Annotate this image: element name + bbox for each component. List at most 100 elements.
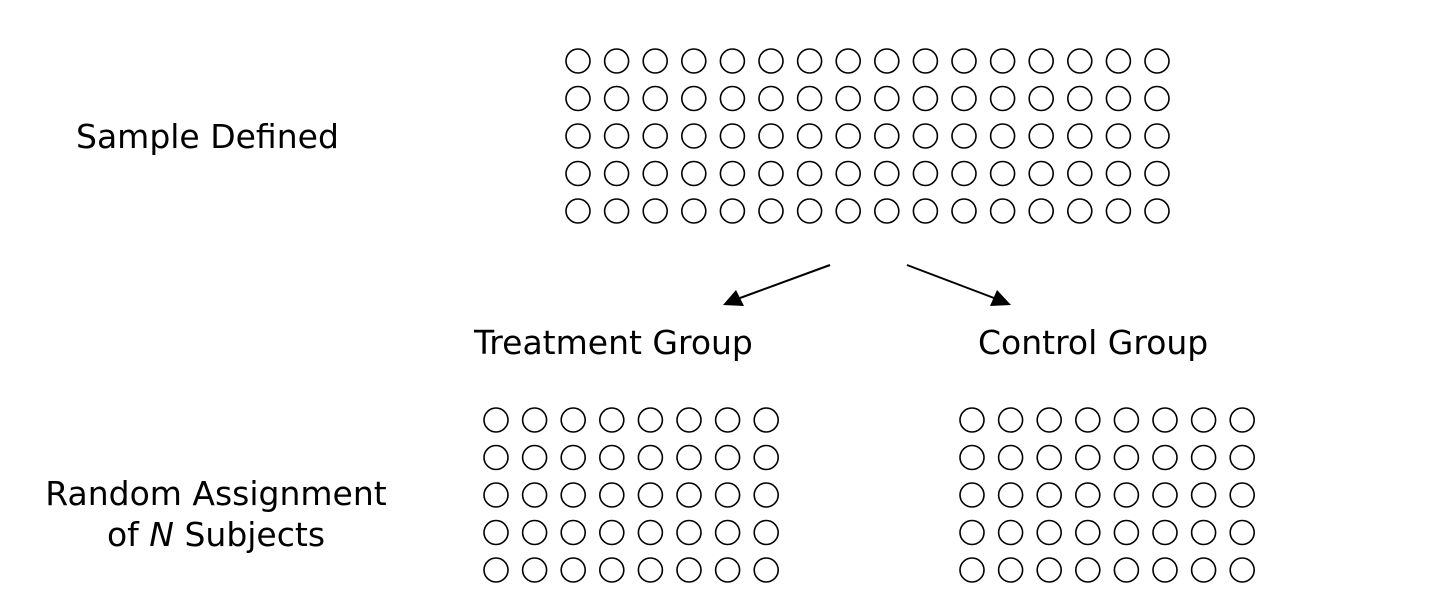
treatment-subject-circle xyxy=(521,407,548,433)
control-subject-circle xyxy=(1113,444,1140,471)
sample-subject-circle xyxy=(1028,85,1054,112)
treatment-subject-circle xyxy=(521,482,548,508)
sample-subject-circle xyxy=(1067,123,1093,149)
treatment-subject-circle xyxy=(753,482,780,508)
sample-subject-circle xyxy=(603,123,630,149)
sample-subject-circle xyxy=(719,48,746,74)
treatment-subject-circle xyxy=(637,482,664,508)
random-assignment-line-1: Random Assignment xyxy=(45,474,387,513)
control-subject-circle xyxy=(959,519,985,546)
treatment-subject-circle xyxy=(483,444,509,471)
control-subject-circle xyxy=(1229,444,1255,471)
assignment-suffix: Subjects xyxy=(173,515,326,555)
sample-subject-circle xyxy=(835,85,862,112)
control-subject-circle xyxy=(1036,519,1062,546)
control-subject-circle xyxy=(1229,482,1255,508)
control-subject-circle xyxy=(1036,482,1062,508)
sample-subject-circle xyxy=(912,48,939,74)
control-subject-circle xyxy=(1036,407,1062,433)
treatment-subject-circle xyxy=(753,407,780,433)
sample-subject-circle xyxy=(835,198,862,224)
sample-subject-circle xyxy=(642,123,669,149)
sample-subject-circle xyxy=(719,123,746,149)
sample-subject-circle xyxy=(719,85,746,112)
sample-subject-circle xyxy=(1105,48,1132,74)
control-subject-circle xyxy=(959,407,985,433)
treatment-subject-circle xyxy=(560,407,587,433)
sample-subject-circle xyxy=(873,48,900,74)
control-subject-circle xyxy=(997,444,1024,471)
treatment-subject-circle xyxy=(753,519,780,546)
sample-subject-circle xyxy=(1067,198,1093,224)
sample-subject-circle xyxy=(835,123,862,149)
sample-subject-circle xyxy=(758,198,784,224)
random-assignment-label: Random Assignment of N Subjects xyxy=(0,473,432,556)
control-subject-circle xyxy=(1190,407,1217,433)
sample-subject-circle xyxy=(989,48,1016,74)
control-subject-circle xyxy=(1036,557,1062,583)
sample-subject-circle xyxy=(1105,198,1132,224)
sample-subject-circle xyxy=(1105,123,1132,149)
arrow-to-treatment-shaft xyxy=(739,264,831,299)
sample-subject-circle xyxy=(1028,198,1054,224)
treatment-subject-circle xyxy=(521,444,548,471)
treatment-subject-circle xyxy=(714,482,741,508)
sample-subject-circle xyxy=(912,198,939,224)
control-group-label: Control Group xyxy=(978,323,1209,362)
sample-subject-circle xyxy=(758,48,784,74)
treatment-subject-circle xyxy=(521,557,548,583)
treatment-subject-circle xyxy=(714,444,741,471)
treatment-subject-circle xyxy=(598,482,625,508)
control-subject-circle xyxy=(959,557,985,583)
sample-subject-circle xyxy=(603,85,630,112)
control-subject-circle xyxy=(1152,557,1178,583)
treatment-subject-circle xyxy=(676,482,702,508)
control-subject-circle xyxy=(1075,407,1101,433)
arrow-to-treatment-head xyxy=(723,290,744,306)
sample-subject-circle xyxy=(912,85,939,112)
arrow-to-treatment xyxy=(723,264,831,306)
treatment-subject-circle xyxy=(714,407,741,433)
treatment-subject-circle xyxy=(676,407,702,433)
sample-subject-circle xyxy=(1067,85,1093,112)
control-subject-circle xyxy=(997,407,1024,433)
control-subject-circle xyxy=(1229,407,1255,433)
sample-subject-circle xyxy=(873,123,900,149)
sample-subject-circle xyxy=(1144,198,1170,224)
control-subject-circle xyxy=(997,557,1024,583)
treatment-subject-circle xyxy=(676,557,702,583)
sample-subject-circle xyxy=(680,160,707,187)
control-subject-circle xyxy=(1075,519,1101,546)
control-subject-circle xyxy=(1190,557,1217,583)
sample-subject-circle xyxy=(603,198,630,224)
sample-subject-circle xyxy=(642,160,669,187)
sample-subject-circle xyxy=(835,160,862,187)
sample-circle-grid xyxy=(565,48,1170,224)
arrow-to-control-head xyxy=(990,290,1011,306)
treatment-subject-circle xyxy=(483,519,509,546)
random-assignment-line-2: of N Subjects xyxy=(0,514,432,555)
control-subject-circle xyxy=(1152,519,1178,546)
sample-subject-circle xyxy=(989,160,1016,187)
sample-subject-circle xyxy=(873,198,900,224)
sample-subject-circle xyxy=(565,160,591,187)
sample-subject-circle xyxy=(642,198,669,224)
control-subject-circle xyxy=(1152,482,1178,508)
treatment-subject-circle xyxy=(676,444,702,471)
treatment-subject-circle xyxy=(637,519,664,546)
sample-subject-circle xyxy=(680,123,707,149)
treatment-subject-circle xyxy=(483,407,509,433)
treatment-subject-circle xyxy=(676,519,702,546)
treatment-subject-circle xyxy=(560,557,587,583)
treatment-subject-circle xyxy=(598,519,625,546)
sample-subject-circle xyxy=(912,160,939,187)
sample-subject-circle xyxy=(989,123,1016,149)
sample-subject-circle xyxy=(1067,48,1093,74)
sample-subject-circle xyxy=(1067,160,1093,187)
sample-subject-circle xyxy=(989,198,1016,224)
treatment-subject-circle xyxy=(560,519,587,546)
sample-defined-label: Sample Defined xyxy=(76,117,339,156)
treatment-subject-circle xyxy=(560,482,587,508)
sample-subject-circle xyxy=(796,85,823,112)
